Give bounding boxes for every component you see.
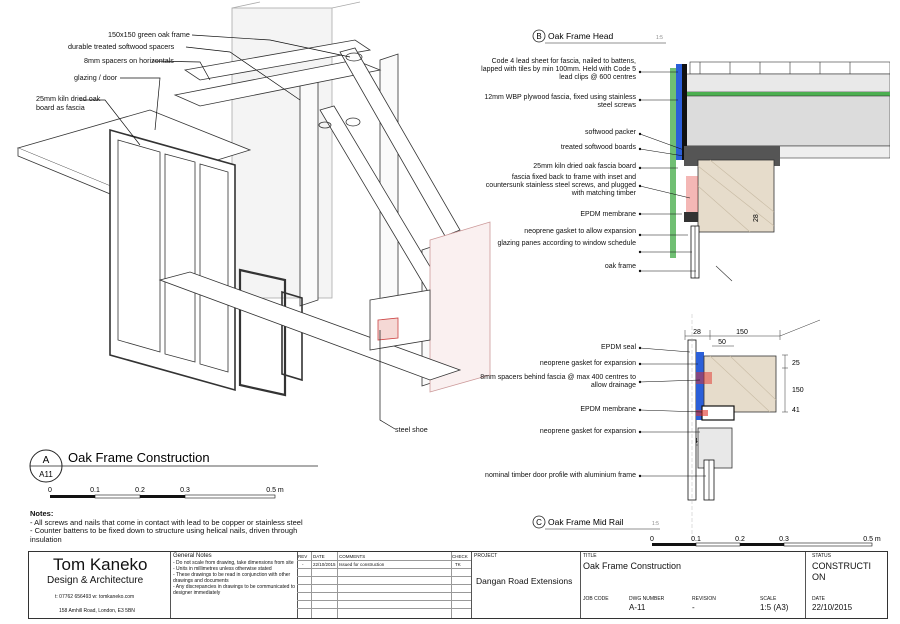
notes: Notes: - All screws and nails that come … (30, 509, 330, 544)
notes-line-2: - Counter battens to be fixed down to st… (30, 526, 298, 544)
svg-text:150: 150 (736, 329, 748, 336)
practice-name: Design & Architecture (47, 575, 144, 586)
view-a-scale-bar: 0 0.1 0.2 0.3 0.5 m (48, 487, 284, 499)
label-glazing-door: glazing / door (74, 73, 118, 82)
notes-line-1: - All screws and nails that come in cont… (30, 517, 303, 527)
view-b-title: Oak Frame Head (548, 31, 613, 41)
svg-text:1:5: 1:5 (656, 35, 663, 41)
svg-text:1:5: 1:5 (652, 521, 659, 527)
svg-text:0: 0 (650, 536, 654, 543)
project-name: Dangan Road Extensions (476, 576, 573, 586)
drawing-status: CONSTRUCTION (812, 561, 871, 582)
label-timber-door-profile: nominal timber door profile with alumini… (485, 472, 636, 479)
notes-heading: Notes: (30, 509, 54, 518)
label-softwood-packer: softwood packer (585, 129, 636, 136)
label-code4-lead: Code 4 lead sheet for fascia, nailed to … (481, 58, 636, 81)
revision-table: REV DATE COMMENTS CHECK - 22/10/2015 Iss… (297, 552, 471, 618)
axonometric-labels: 150x150 green oak frame durable treated … (36, 30, 428, 434)
rev-row-date: 22/10/2015 (313, 562, 336, 567)
rev-row-rev: - (302, 562, 304, 567)
view-a-ref-letter: A (43, 455, 50, 466)
svg-text:50: 50 (718, 339, 726, 346)
view-c-detail: 28 150 50 25 150 41 24 C Oak Frame Mid R… (532, 314, 821, 540)
label-oak-fascia-board: 25mm kiln dried oak fascia board (533, 163, 636, 170)
label-kiln-dried-oak-board: 25mm kiln dried oak (36, 94, 101, 103)
general-notes: - Do not scale from drawing, take dimens… (173, 560, 296, 596)
label-glazing-panes: glazing panes according to window schedu… (497, 240, 636, 247)
designer-name: Tom Kaneko (53, 555, 148, 574)
drawing-title: Oak Frame Construction (583, 561, 682, 571)
svg-text:0.1: 0.1 (691, 536, 701, 543)
svg-text:28: 28 (753, 214, 760, 222)
axonometric-drawing: 150x150 green oak frame durable treated … (16, 1, 491, 434)
svg-text:0.2: 0.2 (735, 536, 745, 543)
label-oak-frame: oak frame (604, 263, 636, 270)
svg-text:28: 28 (693, 329, 701, 336)
view-a-title: Oak Frame Construction (68, 450, 210, 465)
svg-text:C: C (536, 518, 542, 527)
label-treated-boards: treated softwood boards (560, 144, 636, 151)
label-epdm-membrane-c: EPDM membrane (580, 406, 636, 413)
rev-row-check: TK (455, 562, 461, 567)
view-c-title: Oak Frame Mid Rail (548, 517, 624, 527)
roof-section (684, 61, 890, 159)
svg-text:41: 41 (792, 407, 800, 414)
svg-text:0: 0 (48, 487, 52, 494)
label-steel-shoe: steel shoe (395, 425, 428, 434)
address-line: 158 Amhill Road, London, E3 5BN (59, 608, 135, 614)
label-fascia-fixed: fascia fixed back to frame with inset an… (485, 174, 636, 197)
svg-text:0.2: 0.2 (135, 487, 145, 494)
label-softwood-spacers: durable treated softwood spacers (68, 42, 175, 51)
svg-text:B: B (536, 32, 541, 41)
drawing-number: A-11 (629, 603, 646, 612)
svg-text:0.1: 0.1 (90, 487, 100, 494)
contact-line: t: 07762 656493 w: tomkaneko.com (55, 594, 135, 600)
rev-row-comment: Issued for construction (339, 562, 385, 567)
label-neoprene-expansion-1: neoprene gasket for expansion (539, 360, 636, 367)
view-a-reference: A A11 Oak Frame Construction (29, 449, 318, 483)
label-neoprene-gasket: neoprene gasket to allow expansion (524, 228, 636, 235)
svg-text:0.5 m: 0.5 m (266, 487, 284, 494)
svg-text:0.3: 0.3 (180, 487, 190, 494)
label-green-oak-frame: 150x150 green oak frame (108, 30, 190, 39)
svg-text:0.3: 0.3 (779, 536, 789, 543)
label-epdm-membrane: EPDM membrane (580, 211, 636, 218)
view-a-sheet: A11 (39, 470, 53, 479)
revision: - (692, 603, 695, 612)
label-neoprene-expansion-2: neoprene gasket for expansion (539, 428, 636, 435)
drawing-date: 22/10/2015 (812, 603, 853, 612)
view-b-detail: B Oak Frame Head 1:5 28 (532, 29, 890, 282)
svg-text:board as fascia: board as fascia (36, 103, 85, 112)
general-notes-heading: General Notes (173, 553, 212, 559)
drawing-scale: 1:5 (A3) (760, 603, 789, 612)
label-plywood-fascia: 12mm WBP plywood fascia, fixed using sta… (484, 94, 636, 109)
label-epdm-seal: EPDM seal (600, 344, 636, 351)
label-8mm-spacers: 8mm spacers on horizontals (84, 56, 174, 65)
svg-text:25: 25 (792, 360, 800, 367)
view-c-scale-bar: 0 0.1 0.2 0.3 0.5 m (650, 536, 881, 547)
svg-text:150: 150 (792, 387, 804, 394)
label-8mm-spacers-fascia: 8mm spacers behind fascia @ max 400 cent… (480, 374, 636, 389)
svg-text:0.5 m: 0.5 m (863, 536, 881, 543)
title-block: Tom Kaneko Design & Architecture t: 0776… (28, 551, 888, 619)
